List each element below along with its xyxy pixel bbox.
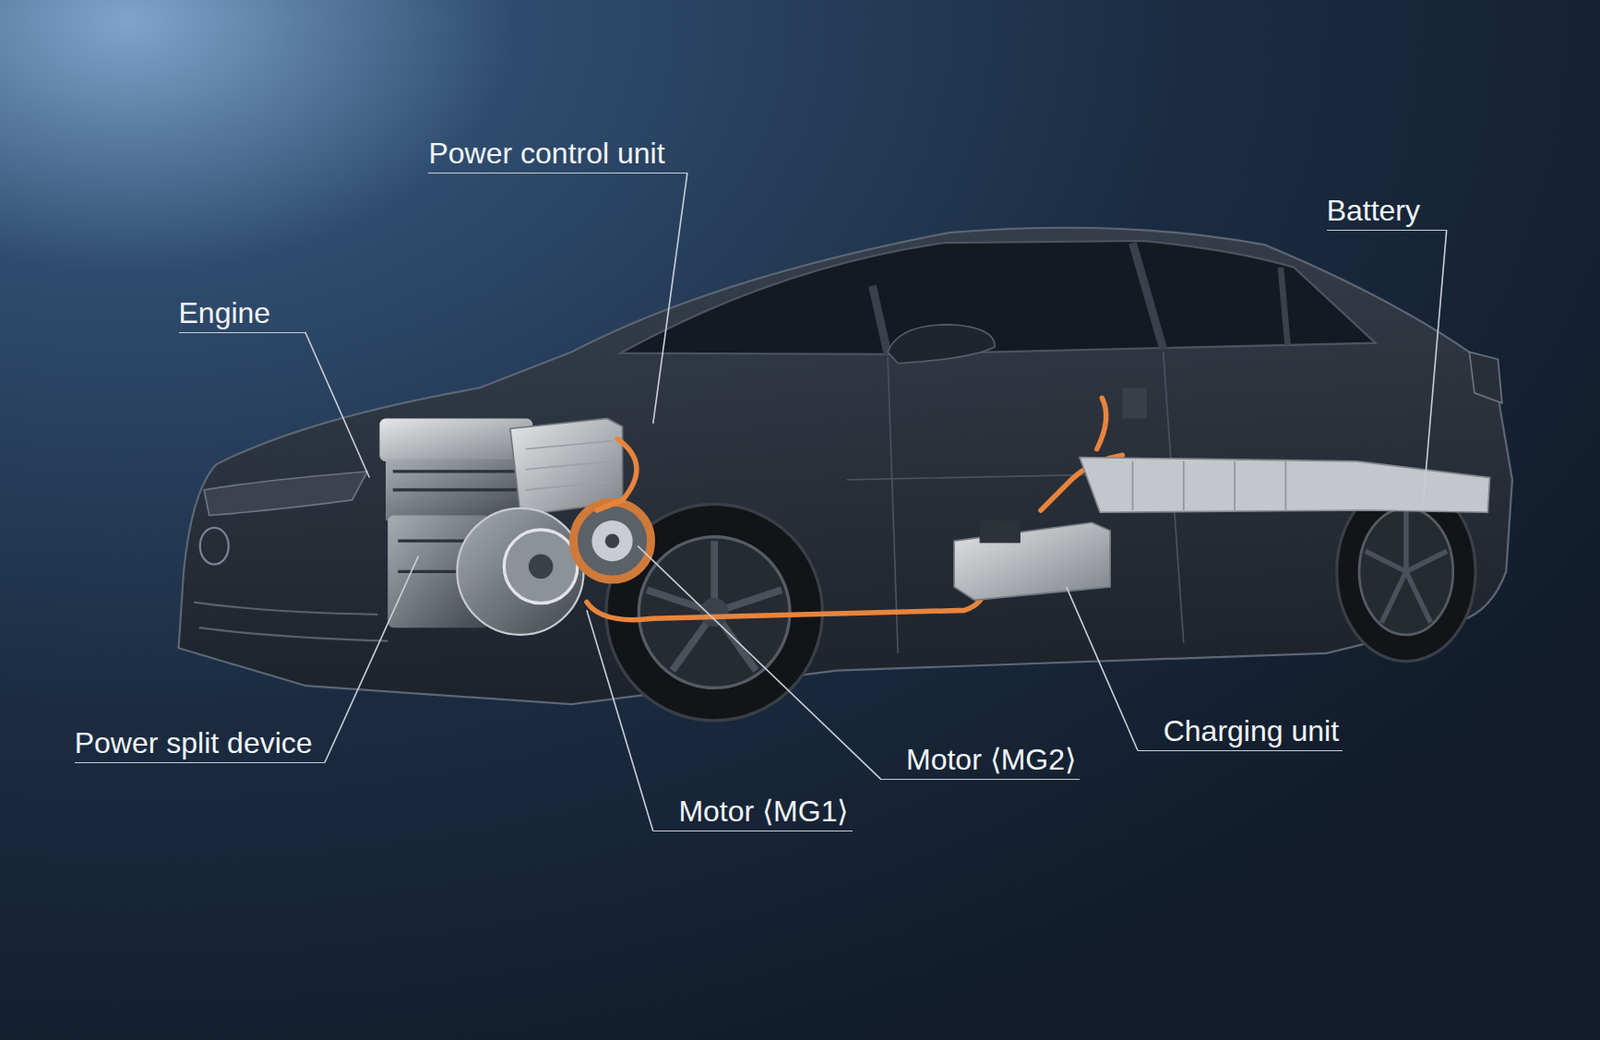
part-label: Power split device xyxy=(74,725,325,764)
part-label: Battery xyxy=(1326,192,1447,231)
part-label: Engine xyxy=(179,295,306,334)
part-label: Power control unit xyxy=(428,135,687,174)
leader-line xyxy=(305,332,371,478)
leader-line xyxy=(653,172,688,424)
leader-line xyxy=(586,609,654,831)
leader-line xyxy=(324,556,419,764)
part-label: Charging unit xyxy=(1137,713,1343,752)
leader-line xyxy=(1066,586,1138,751)
leader-line xyxy=(1423,229,1447,501)
part-label: Motor ⟨MG1⟩ xyxy=(653,793,853,832)
part-label: Motor ⟨MG2⟩ xyxy=(880,741,1080,780)
leader-line xyxy=(637,546,881,780)
